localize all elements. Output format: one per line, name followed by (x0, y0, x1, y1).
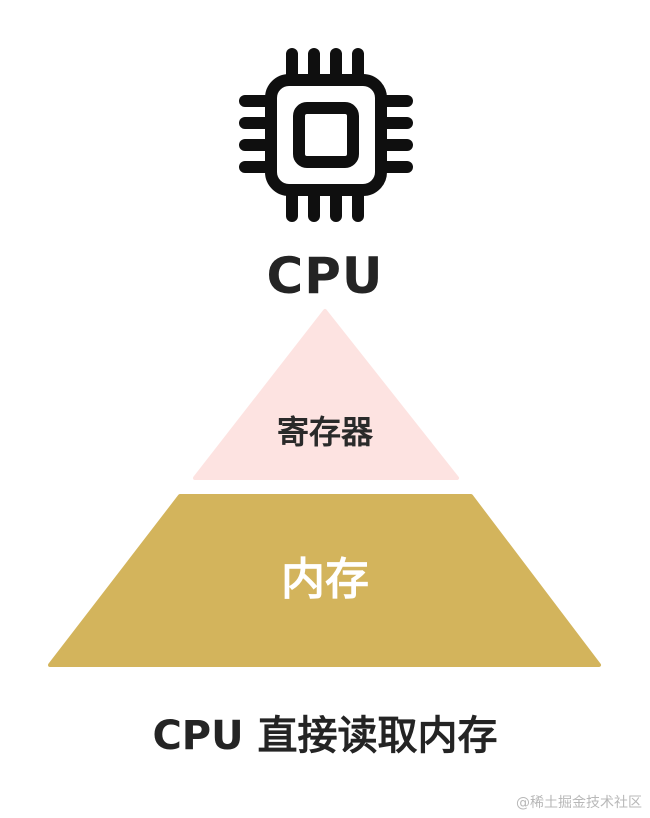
watermark: @稀土掘金技术社区 (516, 795, 642, 811)
cpu-label: CPU (266, 247, 384, 305)
register-layer (193, 309, 459, 480)
caption: CPU 直接读取内存 (152, 713, 498, 759)
register-label: 寄存器 (276, 413, 373, 451)
memory-hierarchy-pyramid (48, 309, 601, 667)
memory-layer (48, 494, 601, 667)
cpu-chip-icon (239, 48, 413, 222)
memory-label: 内存 (281, 554, 369, 605)
